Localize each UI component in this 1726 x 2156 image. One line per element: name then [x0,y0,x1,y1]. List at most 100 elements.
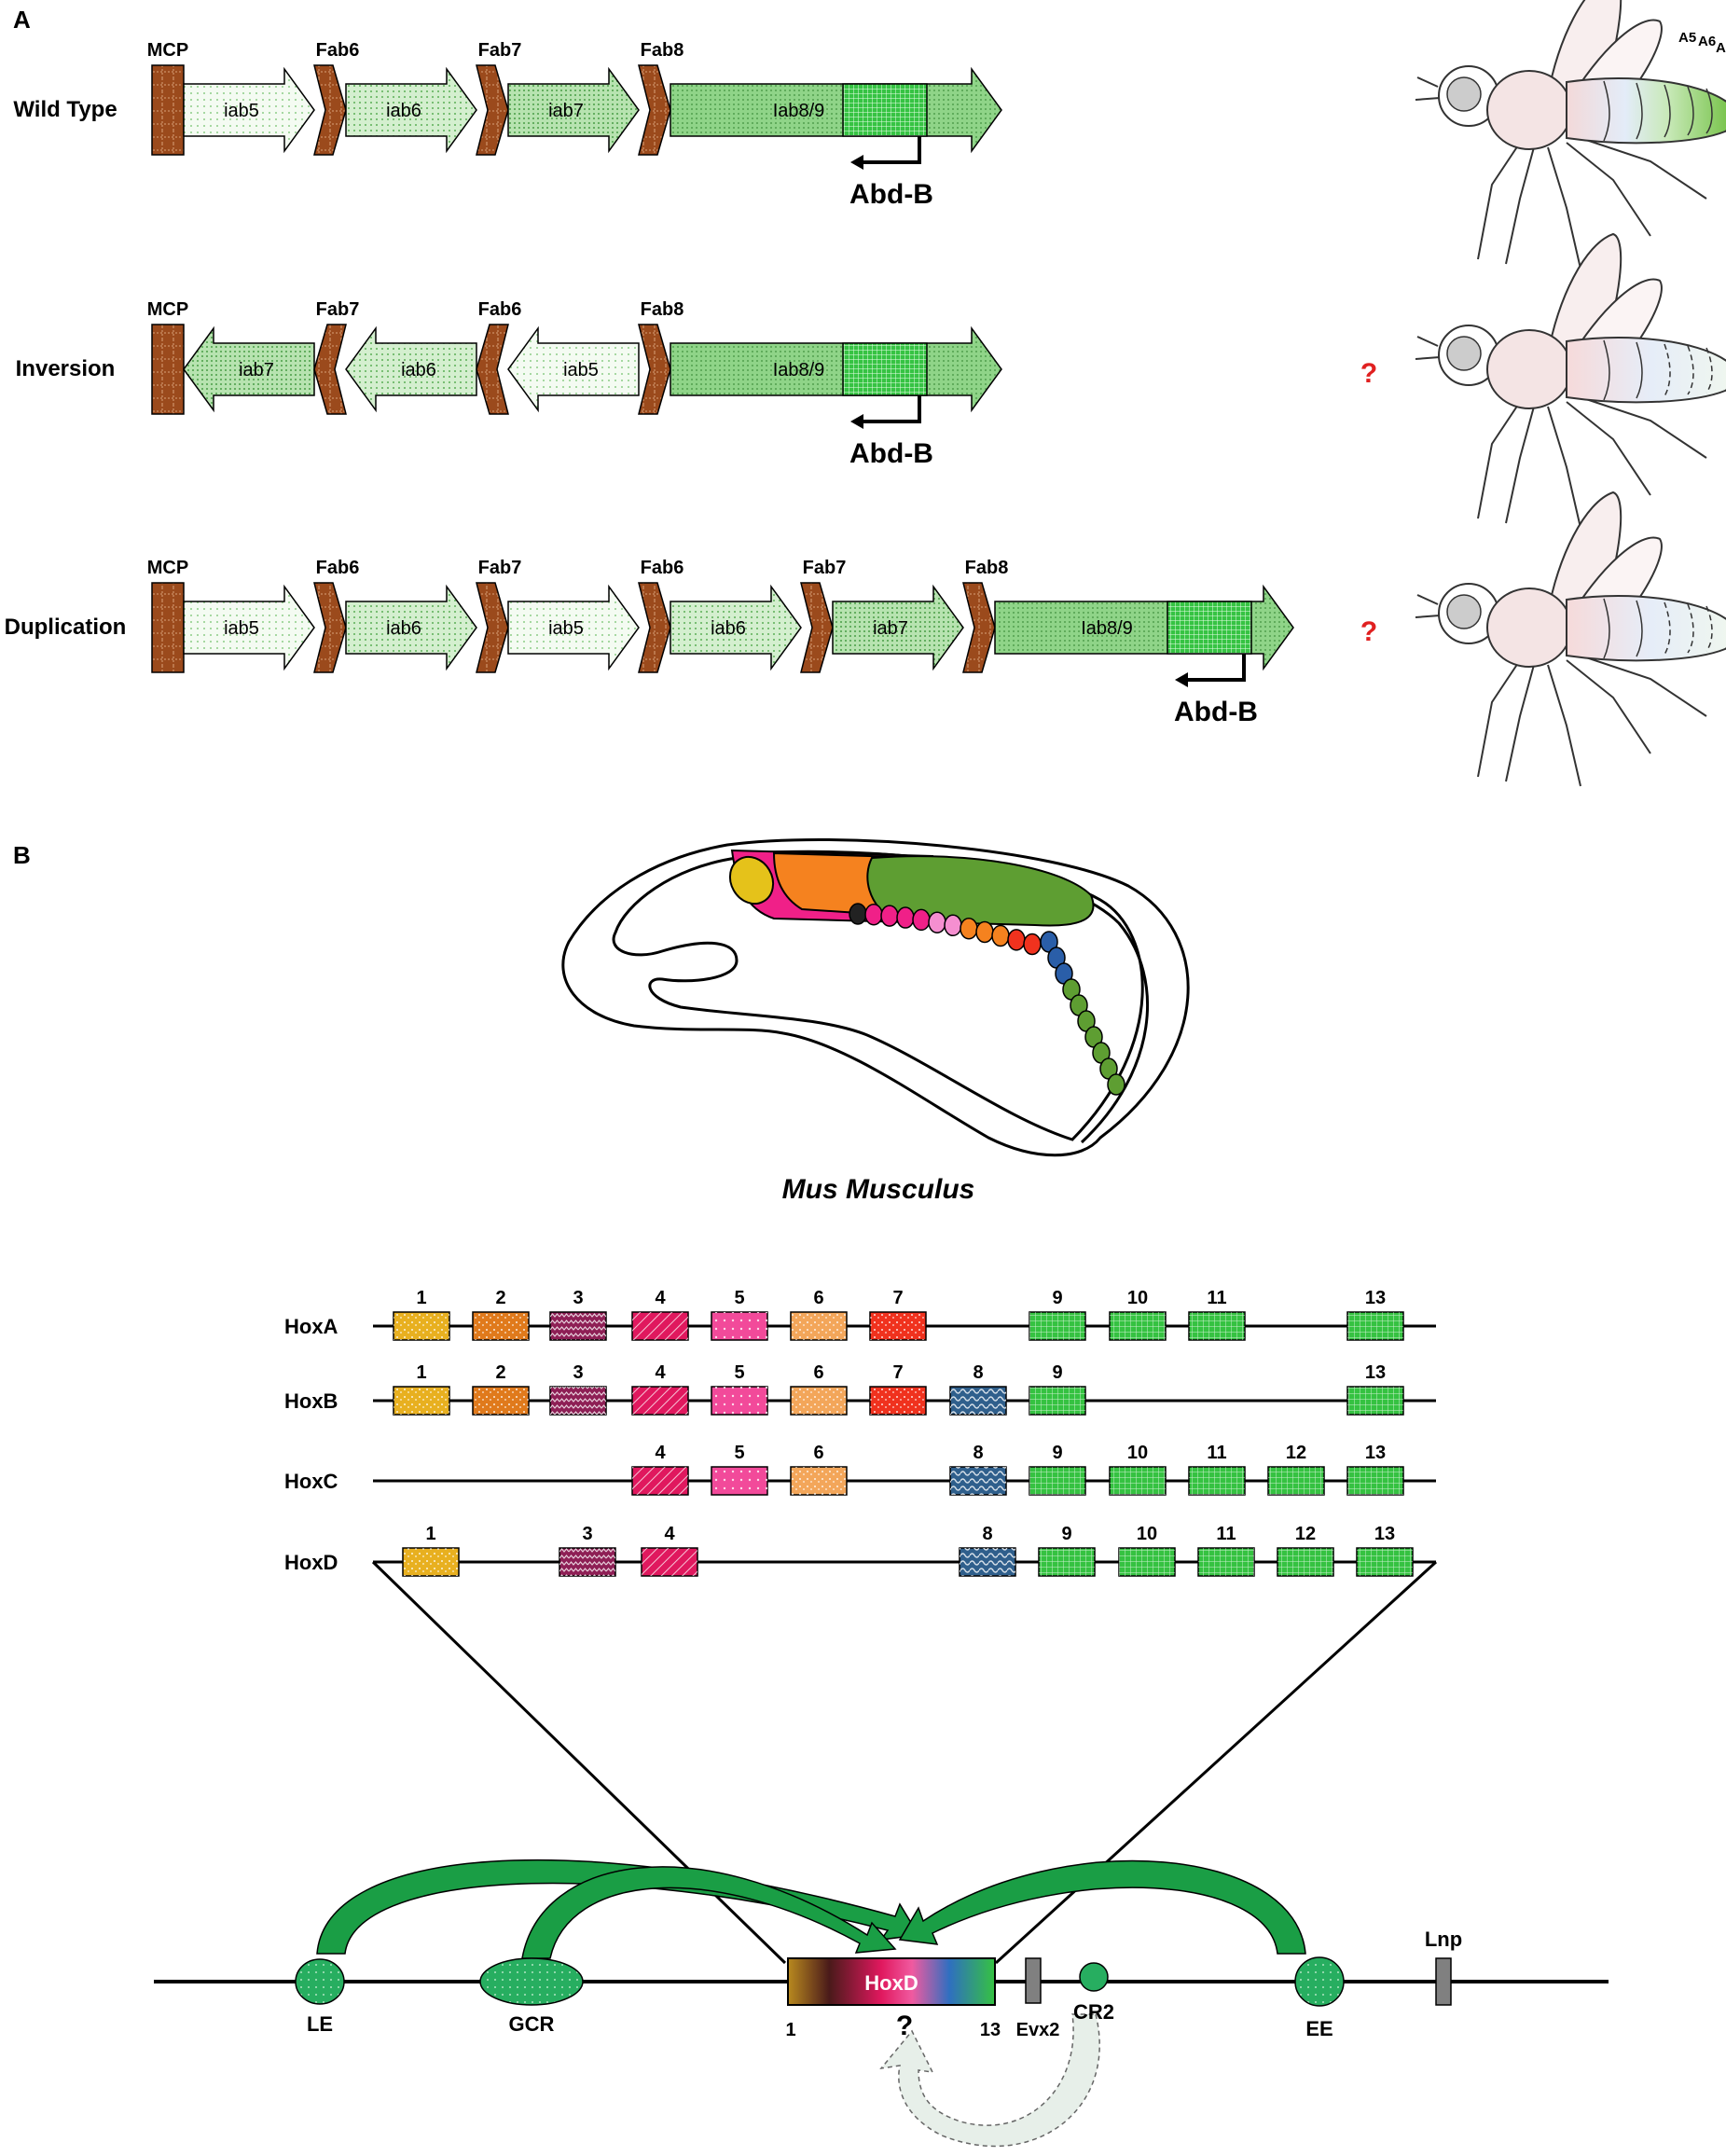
hox-gene-number: 5 [734,1288,744,1308]
boundary-label: Fab6 [641,558,684,578]
element-label: CR2 [1073,2000,1114,2024]
hoxd-start-label: 1 [785,2020,795,2040]
hox-gene-number: 7 [892,1288,903,1308]
gene-label-abd-b: Abd-B [849,179,933,210]
segment-label: A5 [1678,30,1696,46]
somite [849,903,867,925]
row-label: Wild Type [13,97,117,122]
hox-gene-pattern [711,1312,767,1340]
leg [1580,396,1707,459]
boundary-label: MCP [147,558,188,578]
hox-gene-pattern [1119,1548,1175,1576]
boundary-label: Fab7 [316,299,360,320]
domain-label: Iab8/9 [773,360,825,380]
domain-iab8-9 [670,325,1002,413]
hox-gene-number: 8 [982,1524,992,1544]
domain-iab5 [183,66,315,154]
domain-label: iab7 [548,101,584,121]
construct-row-0: Wild TypeMCPiab5Fab6iab6Fab7iab7Fab8Iab8… [13,0,1726,270]
hoxd-block-label: HoxD [864,1971,918,1995]
hox-gene-pattern [1029,1467,1085,1495]
boundary-fab6 [476,324,509,415]
hox-gene-number: 4 [655,1362,666,1383]
hoxd-question-mark: ? [896,2011,913,2041]
abdomen-segment-line [1687,603,1694,654]
cluster-name: HoxB [284,1389,338,1413]
hox-gene-pattern [632,1387,688,1415]
promoter-arrowhead [850,414,863,429]
hox-gene-pattern [1029,1312,1085,1340]
fly-abdomen [1566,77,1726,145]
leg [1505,146,1535,265]
hox-gene-number: 1 [416,1362,426,1383]
hox-gene-pattern [632,1312,688,1340]
hox-gene-number: 10 [1137,1524,1157,1544]
boundary-label: Fab8 [965,558,1009,578]
domain-iab6 [345,66,477,154]
leg [1547,406,1581,529]
hox-gene-number: 6 [813,1362,823,1383]
hoxd-cluster-block [787,1957,996,2006]
leg [1547,664,1581,787]
hox-gene-pattern [632,1467,688,1495]
boundary-mcp [151,64,185,156]
hox-gene-number: 11 [1216,1524,1236,1544]
cr2-regulation-arrow [879,2013,1100,2148]
enhancer-arc-arrow [316,1859,920,1955]
row-label: Duplication [5,615,127,640]
abd-b-gene-block [1167,601,1252,655]
hox-gene-pattern [870,1387,926,1415]
abdomen-segment-line [1636,82,1643,140]
domain-label: Iab8/9 [773,101,825,121]
somite [1007,929,1026,951]
hox-gene-number: 12 [1295,1524,1316,1544]
hox-gene-number: 11 [1207,1288,1226,1308]
hoxd-end-label: 13 [980,2020,1001,2040]
leg [1477,142,1521,260]
domain-iab7 [507,66,640,154]
hox-gene-number: 2 [495,1362,505,1383]
boundary-label: Fab6 [478,299,522,320]
element-label: Evx2 [1016,2020,1060,2040]
hox-gene-number: 13 [1365,1288,1386,1308]
hox-gene-pattern [1198,1548,1254,1576]
element-label: EE [1305,2017,1332,2040]
segment-label: A6 [1698,34,1716,49]
fly-thorax [1486,587,1572,668]
hox-gene-pattern [559,1548,615,1576]
somite [1023,933,1042,956]
panel-a-label: A [13,6,31,34]
abdomen-segment-line [1687,345,1694,395]
hox-gene-number: 13 [1374,1524,1395,1544]
promoter-arrow [862,395,921,423]
hox-gene-pattern [950,1467,1006,1495]
cluster-name: HoxA [284,1315,338,1338]
hox-gene-number: 9 [1052,1362,1062,1383]
zoom-line-right [994,1560,1438,1965]
domain-iab6 [670,584,802,671]
species-label: Mus Musculus [782,1174,975,1205]
hox-gene-number: 3 [573,1362,583,1383]
hox-gene-pattern [1039,1548,1095,1576]
fly-thorax [1486,70,1572,150]
somite [991,924,1010,947]
abdomen-segment-line [1664,84,1671,138]
domain-iab5 [507,325,640,413]
promoter-arrowhead [1175,672,1188,687]
promoter-arrow [1186,654,1246,682]
hox-gene-number: 13 [1365,1362,1386,1383]
hox-gene-pattern [550,1387,606,1415]
hox-gene-pattern [1189,1312,1245,1340]
hox-gene-pattern [1189,1467,1245,1495]
gene-label-abd-b: Abd-B [1174,697,1258,727]
hox-gene-pattern [950,1387,1006,1415]
hox-gene-pattern [1029,1387,1085,1415]
leg [1547,146,1581,270]
fly-eye [1446,76,1482,112]
domain-iab6 [345,325,477,413]
hox-gene-number: 11 [1207,1443,1226,1463]
hox-gene-pattern [1268,1467,1324,1495]
